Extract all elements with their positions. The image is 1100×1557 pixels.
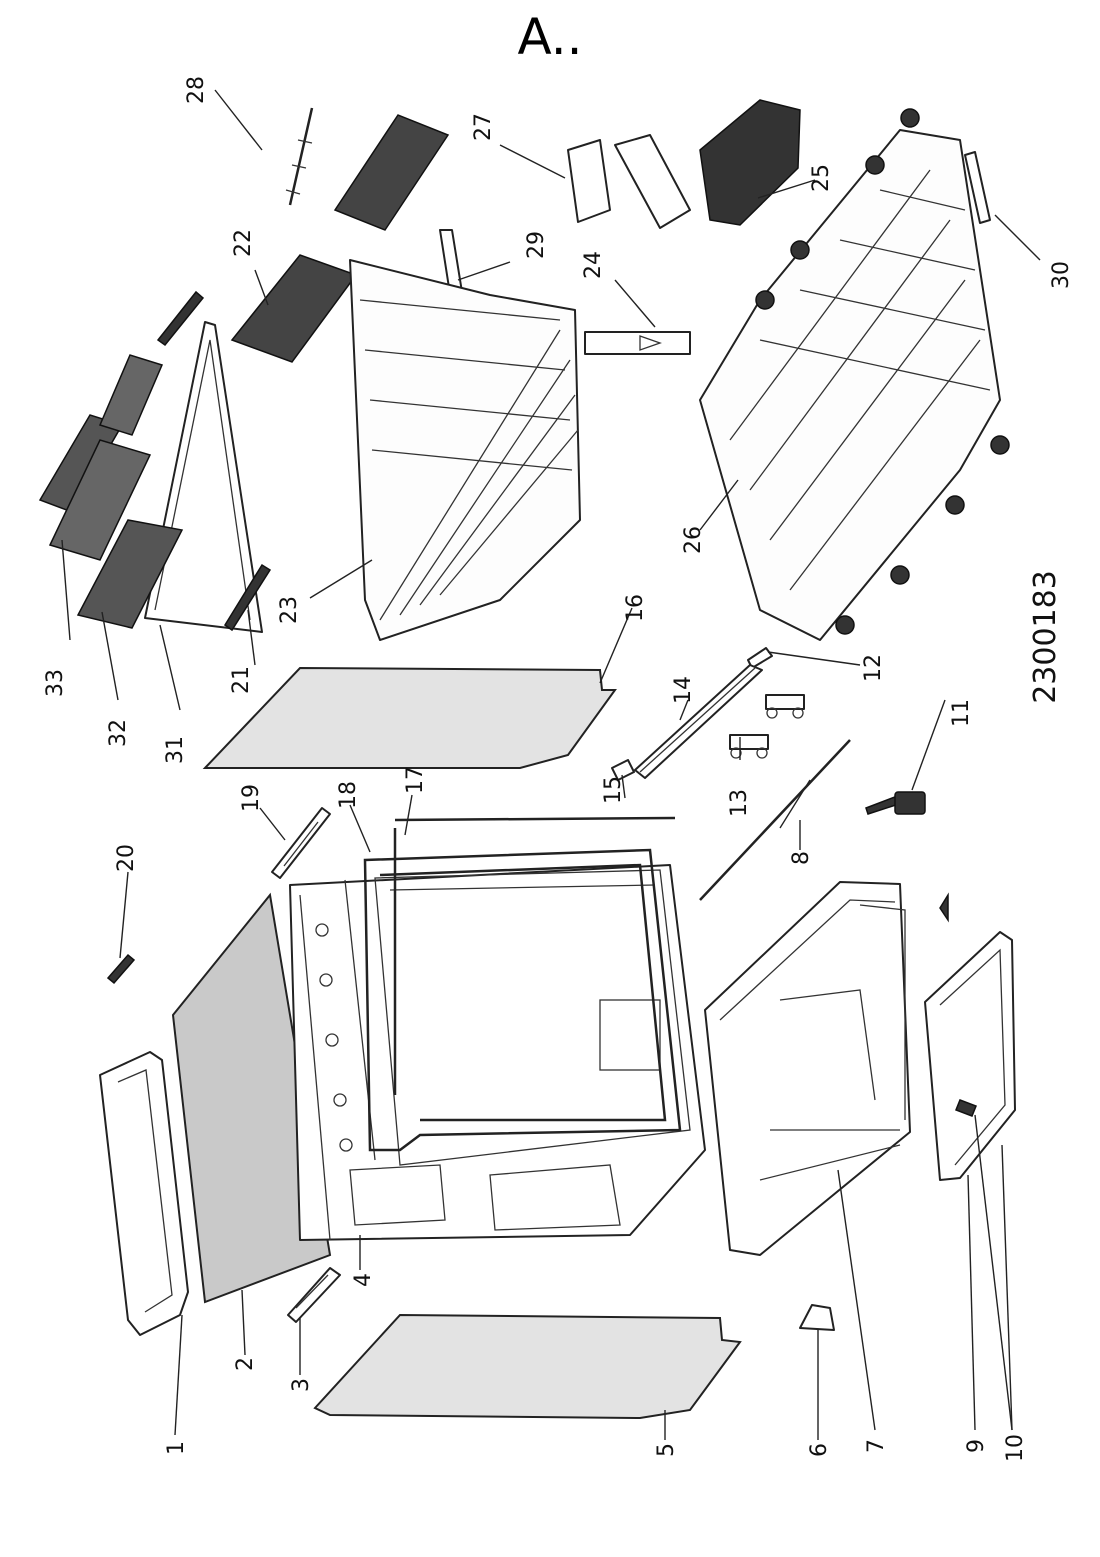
part-2-door-panel-drawing: [171, 892, 332, 1304]
part-label: 12: [861, 654, 886, 682]
leader-lines: [61, 89, 1041, 1440]
part-25-cutlery-basket-drawing: [699, 99, 801, 226]
part-1-trim-drawing: [99, 1051, 189, 1336]
page-title: A..: [517, 8, 583, 66]
part-label: 3: [289, 1378, 314, 1392]
part-31-frame-drawing: [144, 321, 263, 633]
part-label: 23: [277, 596, 302, 624]
part-27-bracket-drawing: [567, 134, 691, 229]
part-label: 6: [807, 1443, 832, 1457]
part-21-clip-drawing: [156, 290, 272, 632]
part-7-base-drawing: [704, 881, 911, 1256]
part-6-bracket-drawing: [799, 1304, 835, 1331]
part-label: 26: [681, 526, 706, 554]
part-label: 31: [163, 736, 188, 764]
part-label: 1: [164, 1441, 189, 1455]
part-label: 20: [114, 844, 139, 872]
part-label: 7: [864, 1439, 889, 1453]
part-8-rod-drawing: [699, 739, 851, 901]
part-11-foot-drawing: [865, 791, 926, 815]
part-13-clips-drawing: [729, 694, 805, 759]
part-30-rod-drawing: [964, 151, 991, 224]
part-label: 2: [233, 1357, 258, 1371]
part-18-seal-drawing: [363, 848, 682, 1152]
part-28-cup-rack-drawing: [333, 114, 450, 231]
part-label: 11: [949, 699, 974, 727]
part-label: 8: [789, 851, 814, 865]
part-14-rail-drawing: [634, 664, 763, 779]
part-label: 17: [403, 766, 428, 794]
part-label: 9: [964, 1439, 989, 1453]
part-label: 32: [106, 719, 131, 747]
part-16-panel-drawing: [202, 666, 617, 769]
part-label: 30: [1049, 261, 1074, 289]
part-label: 24: [581, 251, 606, 279]
part-label: 33: [43, 669, 68, 697]
part-10-screw-drawing: [939, 892, 977, 1117]
part-4-tub-drawing: [289, 864, 706, 1241]
part-labels: 28 27 25 22 29 24 30 26 23 16 21 33 12 1…: [43, 76, 1074, 1462]
drawing-number: 2300183: [1028, 570, 1063, 704]
part-label: 14: [671, 676, 696, 704]
part-label: 10: [1003, 1434, 1028, 1462]
part-19-hinge-drawing: [271, 807, 331, 879]
part-32-basket-drawing: [38, 414, 184, 629]
part-24-label-drawing: [584, 331, 691, 355]
part-3-hinge-drawing: [287, 1267, 341, 1323]
part-label: 4: [351, 1273, 376, 1287]
part-23-upper-rack-drawing: [349, 259, 581, 641]
part-label: 21: [229, 666, 254, 694]
part-26-lower-rack-drawing: [699, 108, 1010, 641]
part-label: 15: [601, 776, 626, 804]
part-label: 27: [471, 113, 496, 141]
part-label: 28: [184, 76, 209, 104]
part-22-cup-rack-drawing: [230, 254, 358, 363]
part-label: 19: [239, 784, 264, 812]
part-label: 18: [336, 781, 361, 809]
part-17-rail-drawing: [393, 816, 676, 1095]
part-label: 5: [654, 1443, 679, 1457]
part-33-basket-drawing: [48, 354, 164, 561]
part-label: 22: [231, 229, 256, 257]
part-label: 16: [623, 594, 648, 622]
part-9-base-plate-drawing: [924, 931, 1016, 1181]
part-label: 29: [524, 231, 549, 259]
part-15-small-part-drawing: [611, 759, 635, 781]
part-label: 13: [727, 789, 752, 817]
part-label: 25: [809, 164, 834, 192]
part-28-rail-drawing: [285, 107, 314, 206]
part-20-pin-drawing: [106, 953, 136, 985]
part-5-side-panel-drawing: [313, 1313, 742, 1420]
